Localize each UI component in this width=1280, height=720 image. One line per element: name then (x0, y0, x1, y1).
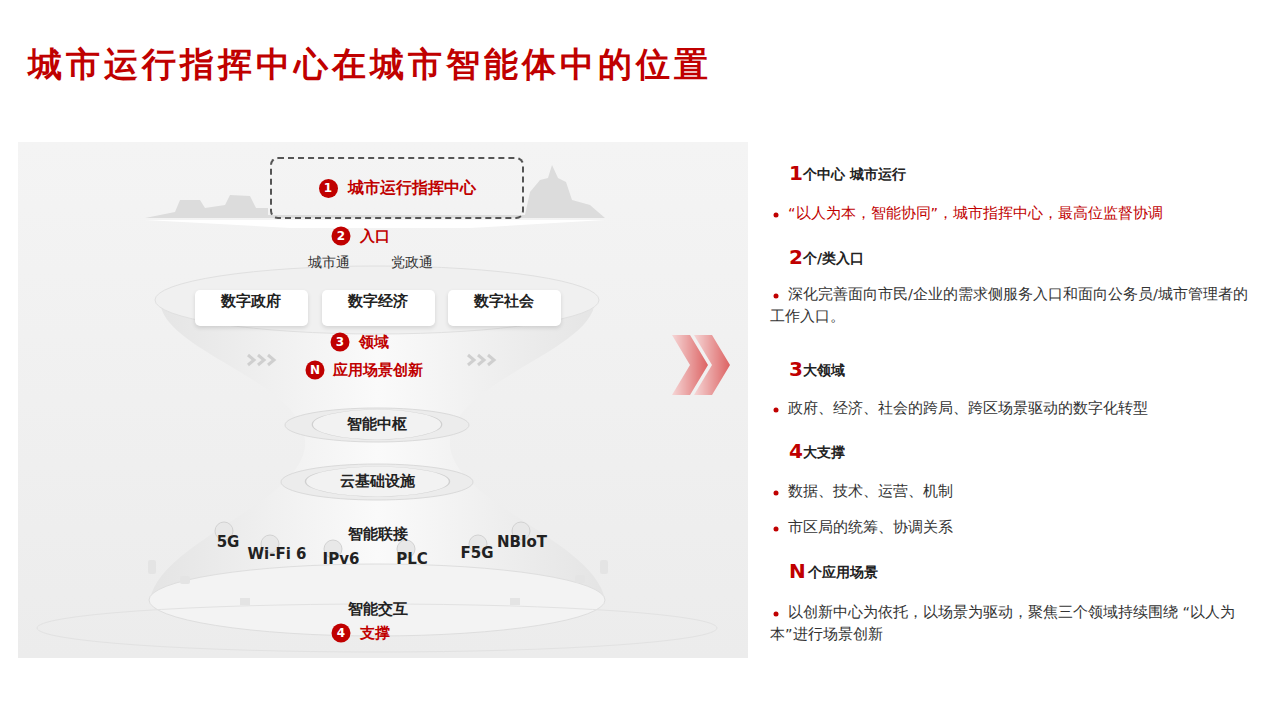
domain-box: 数字社会 (448, 290, 561, 326)
heading-number: 2 (789, 245, 803, 269)
bullet-text: 以创新中心为依托，以场景为驱动，聚焦三个领域持续围绕 “以人为本”进行场景创新 (770, 602, 1260, 646)
domain-box: 数字经济 (322, 290, 435, 326)
diagram-label: PLC (396, 550, 428, 568)
callout-number: N (306, 361, 325, 380)
heading-text: 个中心 城市运行 (803, 166, 906, 183)
domain-box: 数字政府 (195, 290, 308, 326)
diagram-label: NBIoT (497, 533, 547, 551)
diagram-label: IPv6 (323, 550, 360, 568)
diagram-label: 领域 (359, 333, 389, 351)
command-center-box: 1 城市运行指挥中心 (270, 157, 524, 219)
bullet-text: 市区局的统筹、协调关系 (770, 517, 1260, 539)
diagram-label: 智能交互 (348, 600, 408, 618)
callout-number: 1 (319, 179, 338, 198)
node-text: 数字社会 (458, 292, 551, 311)
node-text: 智能中枢 (345, 415, 409, 434)
diagram-label: 5G (217, 533, 240, 551)
heading-text: 大支撑 (803, 444, 845, 461)
diagram-label: 城市通 (308, 254, 350, 271)
heading-text: 大领域 (803, 362, 845, 379)
bullet-text: “以人为本，智能协同”，城市指挥中心，最高位监督协调 (770, 203, 1260, 225)
bullet-text: 政府、经济、社会的跨局、跨区场景驱动的数字化转型 (770, 398, 1260, 420)
heading-number: 3 (789, 357, 803, 381)
diagram-label: 党政通 (391, 254, 433, 271)
heading-number: 1 (789, 161, 803, 185)
heading-text: 个/类入口 (803, 250, 864, 267)
heading-text: 个应用场景 (808, 564, 878, 581)
page-title: 城市运行指挥中心在城市智能体中的位置 (28, 44, 712, 85)
node-text: 城市运行指挥中心 (348, 178, 476, 199)
heading-number: N (789, 559, 806, 583)
callout-number: 3 (331, 333, 350, 352)
node-text: 云基础设施 (338, 472, 417, 491)
node-text: 数字政府 (205, 292, 298, 311)
diagram-label: 智能联接 (348, 525, 408, 543)
diagram-label: 应用场景创新 (333, 361, 423, 379)
diagram-label: 入口 (360, 227, 390, 245)
callout-number: 4 (332, 624, 351, 643)
bullet-text: 数据、技术、运营、机制 (770, 481, 1260, 503)
platform-ellipse: 云基础设施 (304, 466, 451, 497)
callout-number: 2 (332, 227, 351, 246)
bullet-text: 深化完善面向市民/企业的需求侧服务入口和面向公务员/城市管理者的工作入口。 (770, 284, 1260, 328)
diagram-label: Wi-Fi 6 (248, 545, 307, 563)
platform-ellipse: 智能中枢 (311, 409, 443, 440)
heading-number: 4 (789, 439, 803, 463)
diagram-label: 支撑 (360, 624, 390, 642)
diagram-label: F5G (461, 544, 494, 562)
node-text: 数字经济 (332, 292, 425, 311)
